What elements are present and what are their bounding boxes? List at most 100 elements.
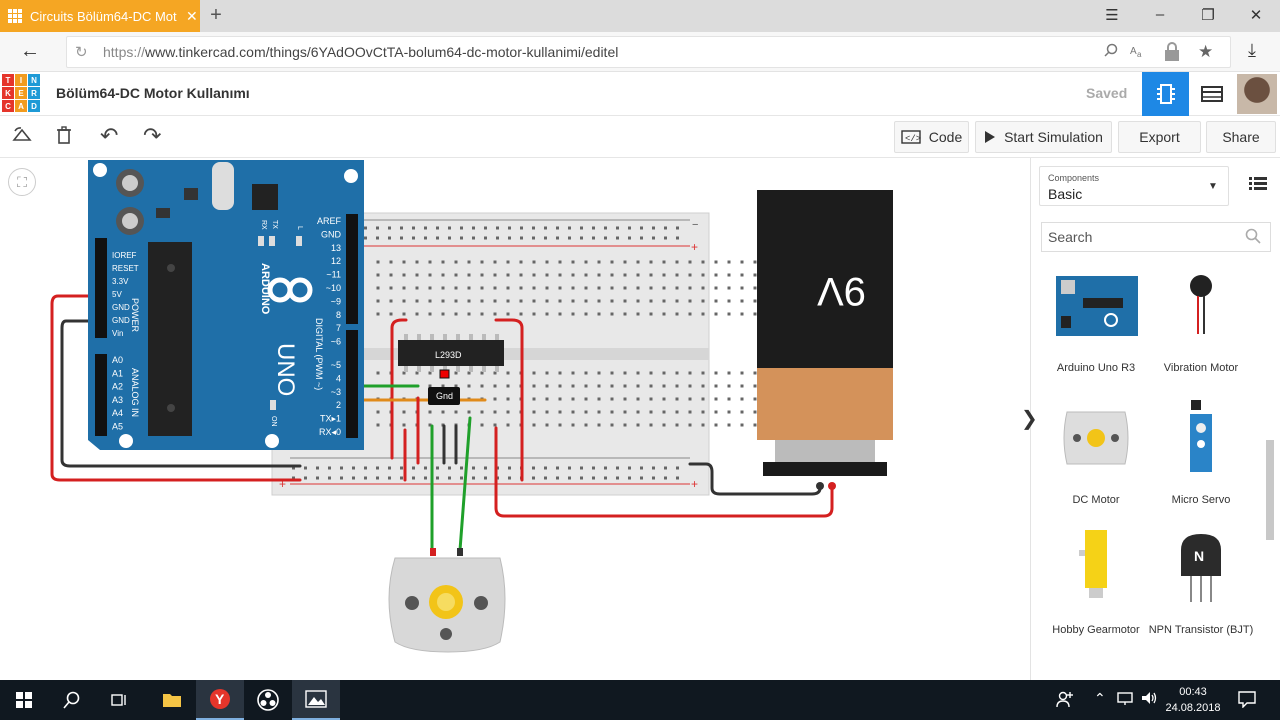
network-icon[interactable] <box>1116 690 1134 709</box>
code-button-label: Code <box>928 129 963 145</box>
task-view-icon[interactable] <box>96 680 144 720</box>
browser-menu-icon[interactable]: ☰ <box>1105 7 1119 24</box>
tray-chevron-up-icon[interactable]: ⌃ <box>1094 690 1106 706</box>
chip-label: L293D <box>435 350 462 360</box>
user-avatar[interactable] <box>1237 74 1277 114</box>
people-icon[interactable] <box>1056 690 1074 711</box>
list-view-icon[interactable] <box>1249 176 1267 197</box>
close-window-icon[interactable]: ✕ <box>1249 7 1263 24</box>
collapse-panel-icon[interactable]: ❯ <box>1021 408 1038 430</box>
analog-header: ANALOG IN <box>130 368 140 417</box>
logo-letter: A <box>15 100 27 112</box>
document-title[interactable]: Bölüm64-DC Motor Kullanımı <box>56 85 250 101</box>
panel-scrollbar[interactable] <box>1266 270 1276 670</box>
digital-header: DIGITAL (PWM ~) <box>314 318 324 390</box>
battery-9v[interactable]: 9V <box>757 190 893 490</box>
component-micro-servo[interactable]: Micro Servo <box>1146 400 1256 506</box>
wires[interactable] <box>50 294 834 552</box>
dc-motor-canvas[interactable] <box>388 548 506 653</box>
back-arrow-icon[interactable]: ← <box>20 40 40 62</box>
code-button[interactable]: </> Code <box>894 121 969 153</box>
reload-icon[interactable]: ↻ <box>75 44 88 61</box>
logo-letter: N <box>28 74 40 86</box>
windows-start-icon[interactable] <box>0 680 48 720</box>
photos-app-icon[interactable] <box>292 680 340 720</box>
new-tab-button[interactable]: + <box>210 4 222 26</box>
component-label: Hobby Gearmotor <box>1052 624 1140 636</box>
search-box[interactable] <box>1041 222 1271 252</box>
notification-center-icon[interactable] <box>1238 690 1256 711</box>
arduino-analog-pin-label: A1 <box>112 368 123 378</box>
arduino-digital-pin-label: 13 <box>331 243 341 253</box>
code-icon: </> <box>901 130 921 144</box>
url-field[interactable]: ↻ https://www.tinkercad.com/things/6YAdO… <box>66 36 1231 68</box>
arduino-pin-label: RESET <box>112 264 139 273</box>
gnd-tooltip: Gnd <box>436 391 453 401</box>
dc-motor-thumbnail <box>1041 400 1151 490</box>
url-path: www.tinkercad.com/things/6YAdOOvCtTA-bol… <box>145 44 619 60</box>
arduino-digital-pin-label: 8 <box>336 310 341 320</box>
arduino-analog-pin-label: A3 <box>112 395 123 405</box>
arduino-pin-label: Vin <box>112 329 123 338</box>
file-explorer-icon[interactable] <box>148 680 196 720</box>
component-vibration-motor[interactable]: Vibration Motor <box>1146 268 1256 374</box>
trash-icon[interactable] <box>56 126 72 149</box>
search-icon[interactable] <box>1245 228 1261 248</box>
arduino-analog-pin-label: A0 <box>112 355 123 365</box>
components-dropdown[interactable]: Components Basic ▼ <box>1039 166 1229 206</box>
saved-status: Saved <box>1086 85 1128 101</box>
component-label: DC Motor <box>1072 494 1120 506</box>
component-arduino-uno[interactable]: Arduino Uno R3 <box>1041 268 1151 374</box>
url-scheme: https:// <box>103 44 146 60</box>
schematic-view-button[interactable] <box>1189 72 1235 116</box>
arduino-pin-label: IOREF <box>112 251 137 260</box>
scrollbar-thumb[interactable] <box>1266 440 1274 540</box>
components-label: Components <box>1048 173 1100 183</box>
breadboard-plus-bottom: + <box>279 477 286 491</box>
component-dc-motor[interactable]: DC Motor <box>1041 400 1151 506</box>
url-text: https://www.tinkercad.com/things/6YAdOOv… <box>103 44 618 60</box>
start-simulation-button[interactable]: Start Simulation <box>975 121 1112 153</box>
circuit-view-button[interactable] <box>1142 72 1189 116</box>
minimize-icon[interactable]: – <box>1155 6 1165 23</box>
search-taskbar-icon[interactable] <box>48 680 96 720</box>
tab-close-icon[interactable]: ✕ <box>186 7 198 24</box>
search-page-icon[interactable] <box>1103 43 1119 63</box>
volume-icon[interactable] <box>1140 690 1158 709</box>
rotate-icon[interactable] <box>12 126 32 149</box>
npn-letter: N <box>1194 548 1205 564</box>
download-icon[interactable]: ⤓ <box>1248 40 1256 60</box>
logo-letter: R <box>28 87 40 99</box>
dropdown-arrow-icon: ▼ <box>1208 181 1218 192</box>
logo-letter: I <box>15 74 27 86</box>
arduino-pin-label: GND <box>112 316 130 325</box>
yandex-browser-icon[interactable]: Y <box>196 680 244 720</box>
arduino-digital-pin-label: 12 <box>331 256 341 266</box>
browser-tab-active[interactable]: Circuits Bölüm64-DC Mot ✕ <box>0 0 200 32</box>
export-button[interactable]: Export <box>1118 121 1201 153</box>
svg-text:</>: </> <box>905 134 921 144</box>
search-input[interactable] <box>1048 228 1238 246</box>
lock-icon[interactable] <box>1164 42 1180 66</box>
undo-icon[interactable]: ↶ <box>100 123 119 148</box>
arduino-digital-pin-label: ~3 <box>331 387 341 397</box>
circuit-drawing: − + + + L293D <box>50 160 893 653</box>
system-clock[interactable]: 00:43 24.08.2018 <box>1162 684 1224 716</box>
share-button[interactable]: Share <box>1206 121 1276 153</box>
breadboard-plus-bottom-right: + <box>691 477 698 491</box>
circuit-canvas[interactable]: ⛶ − + + + <box>0 158 1030 680</box>
component-npn-transistor[interactable]: N NPN Transistor (BJT) <box>1146 530 1256 636</box>
l293d-chip[interactable]: L293D Gnd <box>398 334 504 405</box>
bookmark-star-icon[interactable]: ★ <box>1198 42 1214 61</box>
fit-view-icon[interactable]: ⛶ <box>8 168 36 196</box>
obs-studio-icon[interactable] <box>244 680 292 720</box>
play-icon <box>985 131 996 143</box>
component-hobby-gearmotor[interactable]: Hobby Gearmotor <box>1041 526 1151 636</box>
logo-letter: T <box>2 74 14 86</box>
restore-icon[interactable]: ❐ <box>1201 7 1215 24</box>
redo-icon[interactable]: ↷ <box>143 123 162 148</box>
